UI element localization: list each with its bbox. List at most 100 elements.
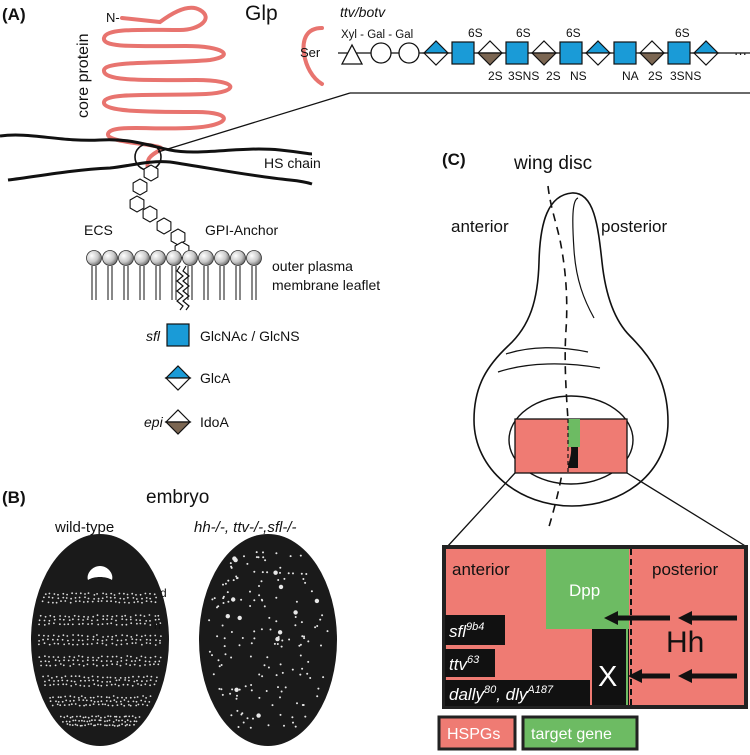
denticle-dot — [115, 619, 117, 622]
denticle-dot — [123, 699, 126, 701]
denticle-dot — [273, 570, 278, 575]
denticle-dot — [78, 704, 81, 707]
denticle-dot — [133, 663, 136, 666]
denticle-dot — [68, 616, 70, 618]
denticle-dot — [316, 695, 319, 698]
denticle-dot — [217, 659, 220, 662]
denticle-dot — [84, 716, 87, 718]
denticle-dot — [126, 723, 128, 726]
denticle-dot — [115, 679, 118, 682]
gal-circle-icon — [370, 42, 392, 64]
denticle-dot — [141, 703, 144, 706]
denticle-dot — [104, 703, 107, 706]
denticle-dot — [55, 700, 57, 703]
bottom-mod-label: 2S — [546, 69, 561, 83]
denticle-dot — [139, 614, 142, 617]
denticle-dot — [53, 593, 56, 595]
denticle-dot — [127, 700, 130, 703]
denticle-dot — [141, 597, 143, 600]
denticle-dot — [303, 635, 305, 638]
legend-idoa-label: IdoA — [200, 414, 229, 430]
denticle-dot — [135, 700, 138, 703]
denticle-dot — [81, 622, 84, 625]
denticle-dot — [60, 600, 62, 602]
denticle-dot — [144, 683, 147, 686]
glcnac-square-icon — [505, 41, 529, 65]
denticle-dot — [67, 659, 70, 662]
gpi-lipid-tail — [182, 265, 190, 311]
denticle-dot — [48, 622, 50, 625]
denticle-dot — [235, 697, 238, 700]
uronic-acid-diamond-icon — [530, 40, 558, 66]
disc-hinge-fold — [497, 363, 601, 373]
lipid-head-icon — [134, 250, 150, 266]
denticle-dot — [116, 663, 118, 666]
chain-ellipsis: ··· — [734, 46, 747, 61]
denticle-dot — [140, 655, 143, 658]
denticle-dot — [100, 600, 103, 602]
denticle-dot — [160, 635, 162, 637]
denticle-dot — [288, 638, 291, 641]
denticle-dot — [222, 602, 225, 604]
denticle-dot — [265, 690, 268, 692]
gene-label-dally: dally80, dlyA187 — [449, 684, 554, 704]
denticle-dot — [70, 675, 73, 678]
denticle-dot — [230, 566, 233, 569]
denticle-dot — [284, 686, 287, 689]
denticle-dot — [44, 684, 46, 686]
denticle-dot — [109, 596, 112, 599]
denticle-dot — [64, 600, 67, 602]
denticle-dot — [155, 596, 158, 599]
ap-boundary-line — [547, 185, 569, 531]
denticle-dot — [117, 684, 120, 687]
uronic-acid-diamond-icon — [422, 40, 450, 66]
denticle-dot — [92, 703, 95, 705]
uronic-acid-diamond-icon — [692, 40, 720, 66]
denticle-dot — [275, 552, 278, 555]
denticle-dot — [149, 695, 152, 697]
denticle-dot — [65, 683, 68, 686]
denticle-dot — [131, 715, 134, 717]
denticle-dot — [294, 725, 297, 728]
denticle-dot — [291, 668, 294, 671]
denticle-dot — [83, 685, 86, 687]
denticle-dot — [252, 717, 254, 720]
denticle-dot — [58, 660, 61, 662]
denticle-dot — [102, 618, 105, 621]
denticle-dot — [277, 636, 280, 638]
denticle-dot — [43, 624, 46, 626]
denticle-dot — [145, 697, 148, 699]
denticle-dot — [92, 696, 95, 699]
denticle-dot — [38, 640, 40, 642]
denticle-dot — [106, 724, 108, 727]
denticle-dot — [275, 596, 278, 599]
top-mod-label: 6S — [675, 26, 690, 40]
denticle-dot — [104, 720, 106, 723]
mutant-embryo — [199, 534, 337, 746]
denticle-dot — [85, 704, 87, 706]
sugar-hexagon-icon — [142, 205, 158, 223]
denticle-dot — [218, 687, 221, 690]
denticle-dot — [253, 570, 256, 573]
legend-enzyme-sfl: sfl — [146, 328, 161, 344]
denticle-dot — [159, 642, 161, 644]
denticle-dot — [59, 623, 61, 626]
denticle-dot — [133, 601, 136, 604]
denticle-dot — [154, 601, 157, 604]
denticle-dot — [294, 624, 297, 627]
denticle-dot — [137, 675, 140, 678]
sugar-hexagon-icon — [156, 217, 172, 235]
denticle-dot — [125, 715, 127, 718]
denticle-dot — [43, 642, 46, 645]
denticle-dot — [149, 624, 152, 626]
denticle-dot — [59, 715, 62, 718]
legend-hspgs-swatch — [437, 715, 517, 751]
denticle-dot — [223, 637, 226, 640]
denticle-dot — [134, 642, 137, 644]
denticle-dot — [113, 699, 116, 701]
denticle-dot — [52, 683, 55, 686]
denticle-dot — [115, 634, 117, 637]
denticle-dot — [72, 659, 75, 662]
denticle-dot — [302, 578, 305, 580]
denticle-dot — [281, 671, 284, 674]
